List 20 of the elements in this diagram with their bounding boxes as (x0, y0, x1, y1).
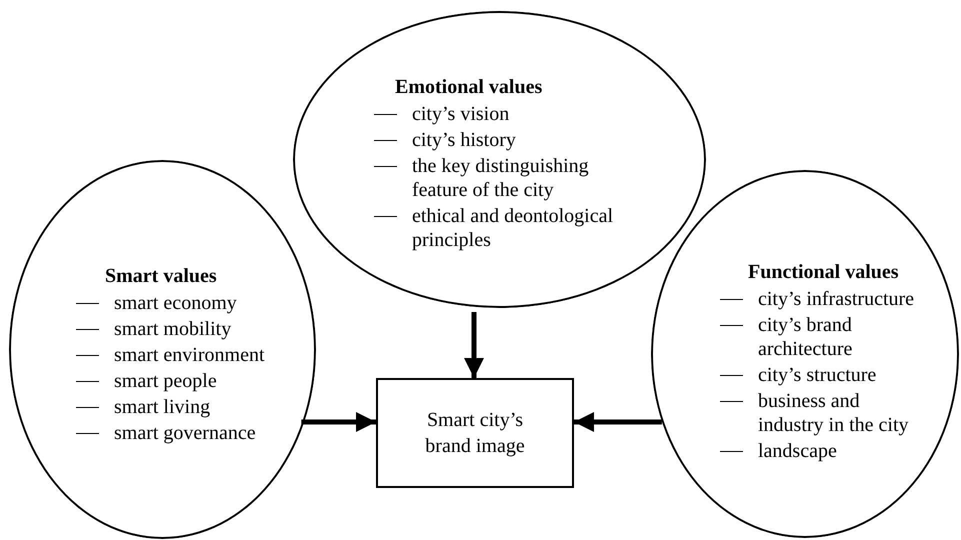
list-item: city’s history (412, 128, 517, 152)
ellipse-heading: Emotional values (394, 75, 544, 100)
box-label: Smart city’s brand image (424, 408, 526, 459)
list-item: ethical and deontological principles (412, 204, 614, 252)
list-item: city’s structure (758, 363, 878, 387)
arrow (464, 312, 484, 378)
list-item: city’s infrastructure (758, 287, 916, 311)
list-item: smart governance (114, 421, 257, 445)
list-item: smart economy (114, 291, 238, 315)
arrow (301, 412, 376, 432)
list-item: smart living (114, 395, 212, 419)
list-item: smart mobility (114, 317, 232, 341)
ellipse-heading: Smart values (104, 264, 218, 289)
list-item: landscape (758, 439, 838, 463)
arrow (574, 412, 662, 432)
process-box (376, 378, 574, 488)
ellipse-heading: Functional values (747, 260, 900, 285)
list-item: smart environment (114, 343, 266, 367)
list-item: smart people (114, 369, 218, 393)
list-item: city’s vision (412, 102, 510, 126)
